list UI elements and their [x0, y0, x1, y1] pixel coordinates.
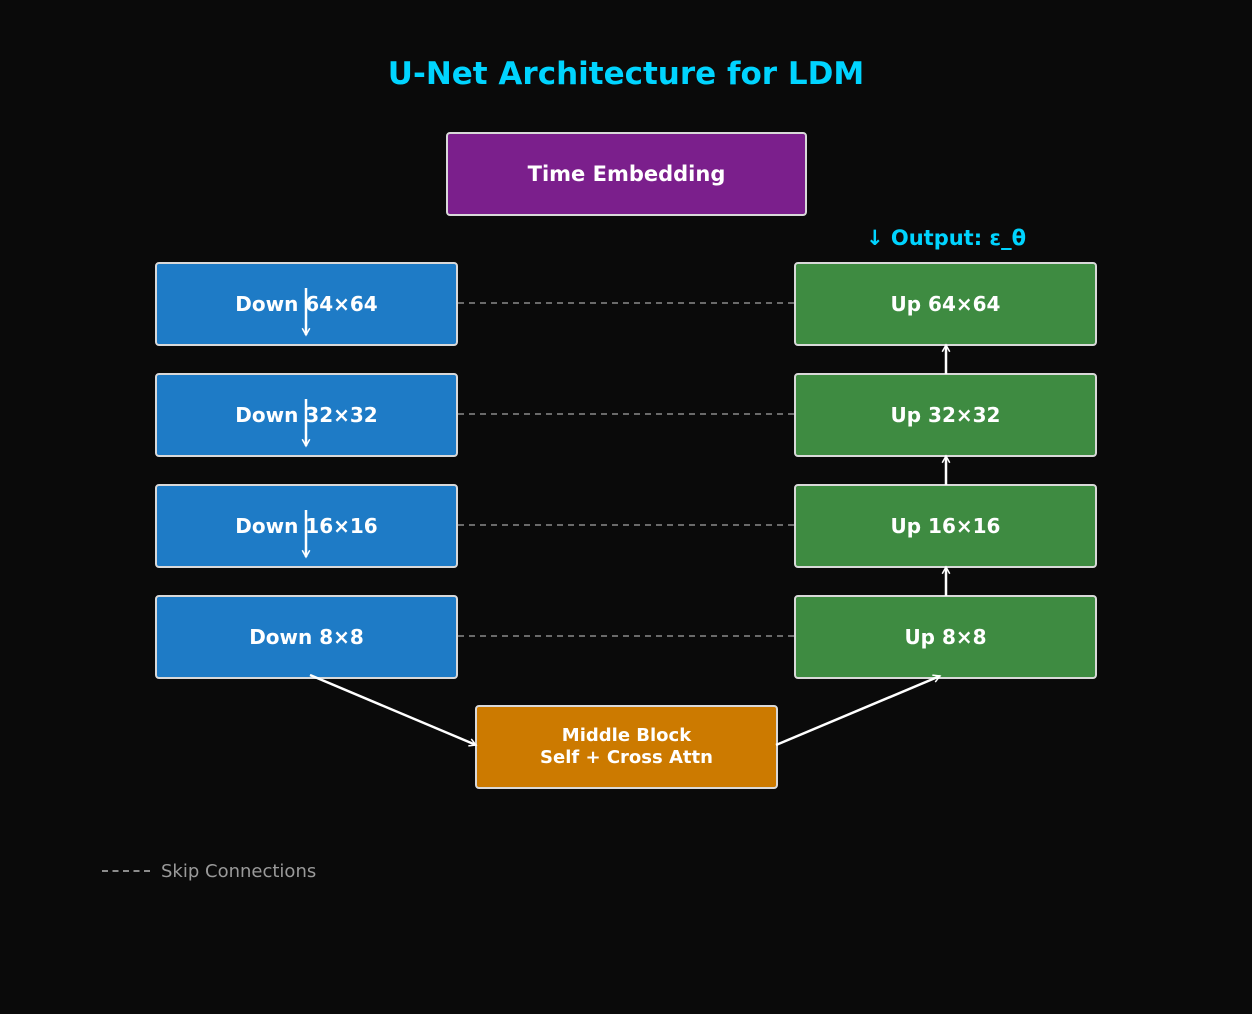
arrow-middle-to-up8	[775, 676, 940, 747]
skip-legend-label: Skip Connections	[161, 860, 317, 882]
output-label: ↓ Output: ε_θ	[865, 226, 1027, 250]
diagram-title: U-Net Architecture for LDM	[387, 56, 865, 92]
down-block-64: Down 64×64	[155, 262, 458, 346]
up-block-8: Up 8×8	[794, 595, 1097, 679]
middle-block: Middle Block Self + Cross Attn	[475, 705, 778, 789]
up-block-64: Up 64×64	[794, 262, 1097, 346]
down-block-16: Down 16×16	[155, 484, 458, 568]
arrow-down8-to-middle	[309, 673, 476, 745]
middle-block-title: Middle Block	[561, 725, 692, 746]
middle-block-subtitle: Self + Cross Attn	[540, 747, 713, 768]
down-block-32: Down 32×32	[155, 373, 458, 457]
down-block-8: Down 8×8	[155, 595, 458, 679]
up-block-32: Up 32×32	[794, 373, 1097, 457]
skip-connections-legend: Skip Connections	[102, 858, 316, 884]
skip-legend-swatch	[102, 870, 150, 872]
time-embedding-block: Time Embedding	[446, 132, 807, 216]
up-block-16: Up 16×16	[794, 484, 1097, 568]
